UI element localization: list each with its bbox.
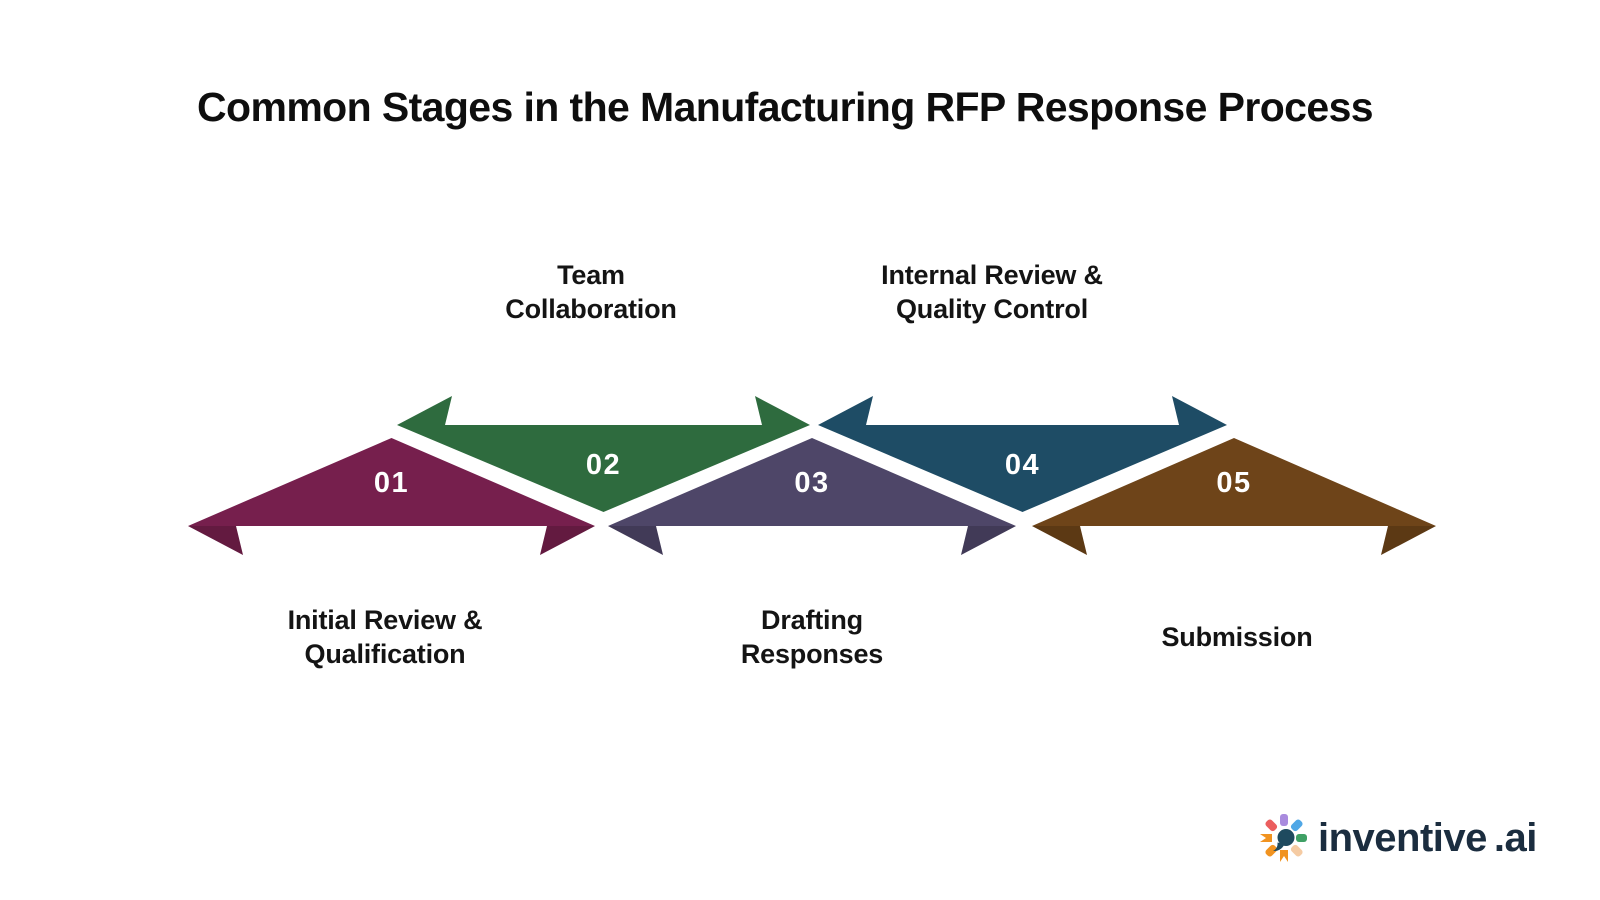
stage-03-arrow: 03 xyxy=(608,438,1016,555)
stage-05-label: Submission xyxy=(1161,622,1313,652)
stage-01-right-barb-shadow xyxy=(540,526,595,555)
stage-01-number: 01 xyxy=(374,467,409,499)
stage-05-number: 05 xyxy=(1216,467,1251,499)
stage-03-arrow-shape xyxy=(608,438,1016,555)
stage-04-arrow-shape xyxy=(818,396,1227,512)
page-title: Common Stages in the Manufacturing RFP R… xyxy=(197,84,1374,130)
stage-02-label: Team Collaboration xyxy=(505,260,677,324)
stage-03-number: 03 xyxy=(794,467,829,499)
stage-01-arrow: 01 xyxy=(188,438,595,555)
stage-03-label: Drafting Responses xyxy=(740,605,884,669)
stage-05-right-barb-shadow xyxy=(1381,526,1436,555)
stage-04-number: 04 xyxy=(1005,449,1040,481)
inventive-logo-icon xyxy=(1260,814,1307,862)
logo-tld: .ai xyxy=(1493,815,1537,860)
stage-05-arrow: 05 xyxy=(1032,438,1436,555)
stage-05-arrow-shape xyxy=(1032,438,1436,555)
stage-03-right-barb-shadow xyxy=(961,526,1016,555)
stage-04-label: Internal Review & Quality Control xyxy=(881,260,1103,324)
logo-text: inventive.ai xyxy=(1318,816,1537,861)
stage-02-arrow: 02 xyxy=(397,396,810,512)
logo-brand: inventive xyxy=(1318,815,1487,860)
stage-02-number: 02 xyxy=(586,449,621,481)
stage-01-left-barb-shadow xyxy=(188,526,243,555)
inventive-logo: inventive.ai xyxy=(1258,810,1537,866)
stage-03-left-barb-shadow xyxy=(608,526,663,555)
stage-05-left-barb-shadow xyxy=(1032,526,1087,555)
stage-01-arrow-shape xyxy=(188,438,595,555)
stage-02-arrow-shape xyxy=(397,396,810,512)
stage-04-arrow: 04 xyxy=(818,396,1227,512)
stage-01-label: Initial Review & Qualification xyxy=(287,605,483,669)
